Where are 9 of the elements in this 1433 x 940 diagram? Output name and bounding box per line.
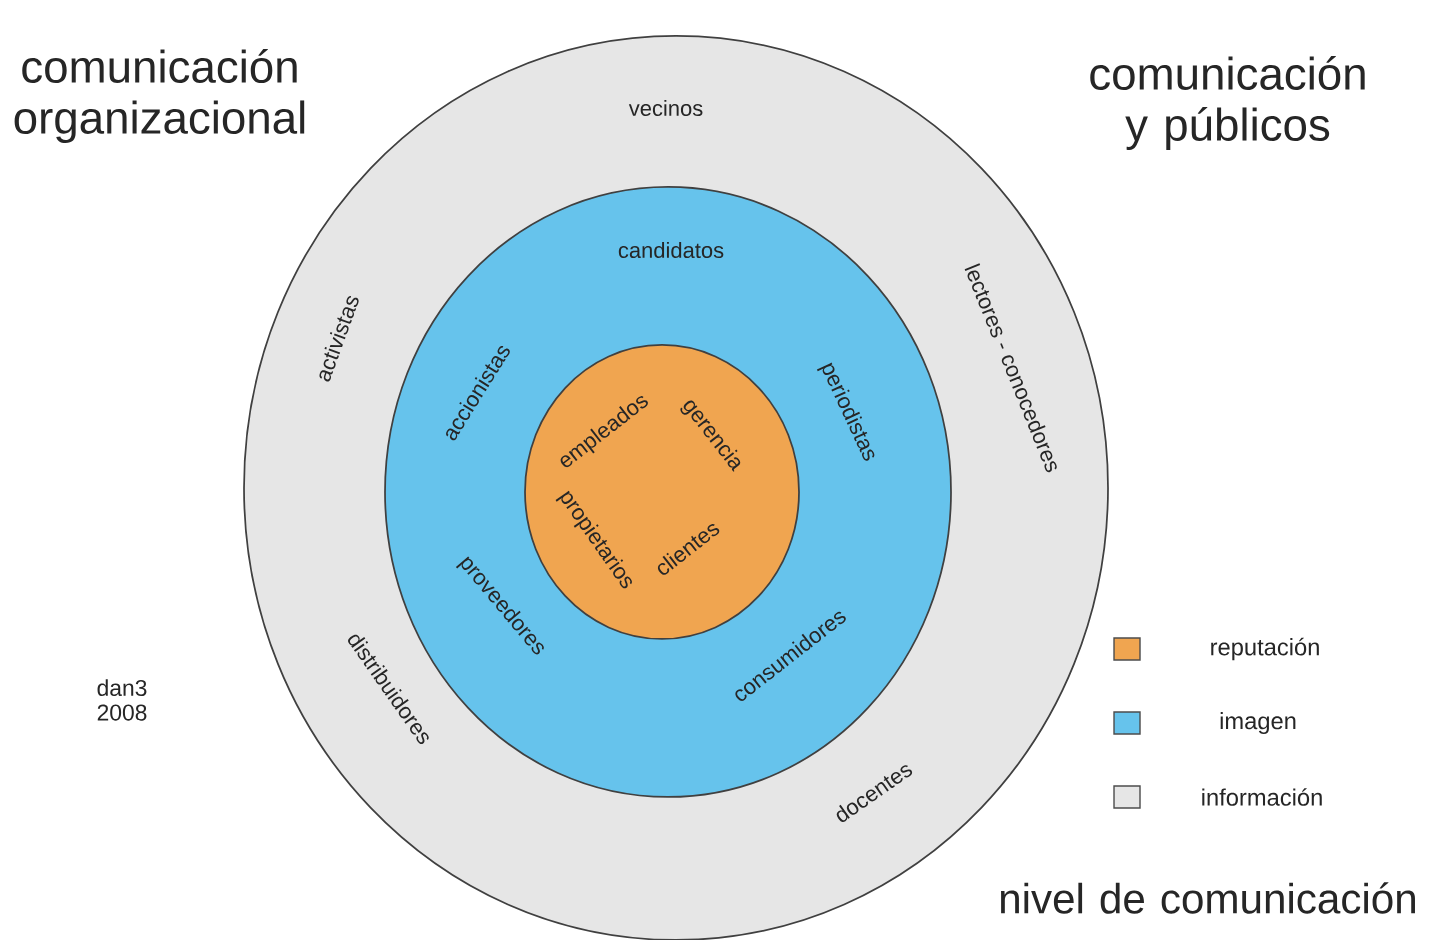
legend-label: información xyxy=(1202,788,1322,806)
legend-label: imagen xyxy=(1220,711,1296,735)
heading: comunicación organizacional xyxy=(14,48,305,144)
heading: comunicación y públicos xyxy=(1090,55,1365,150)
heading: nivel de comunicación xyxy=(1001,882,1415,914)
ring-label: candidatos xyxy=(618,241,724,259)
author-note: dan3 2008 xyxy=(97,679,147,721)
legend-label: reputación xyxy=(1211,637,1319,661)
ring-label: vecinos xyxy=(628,99,703,117)
